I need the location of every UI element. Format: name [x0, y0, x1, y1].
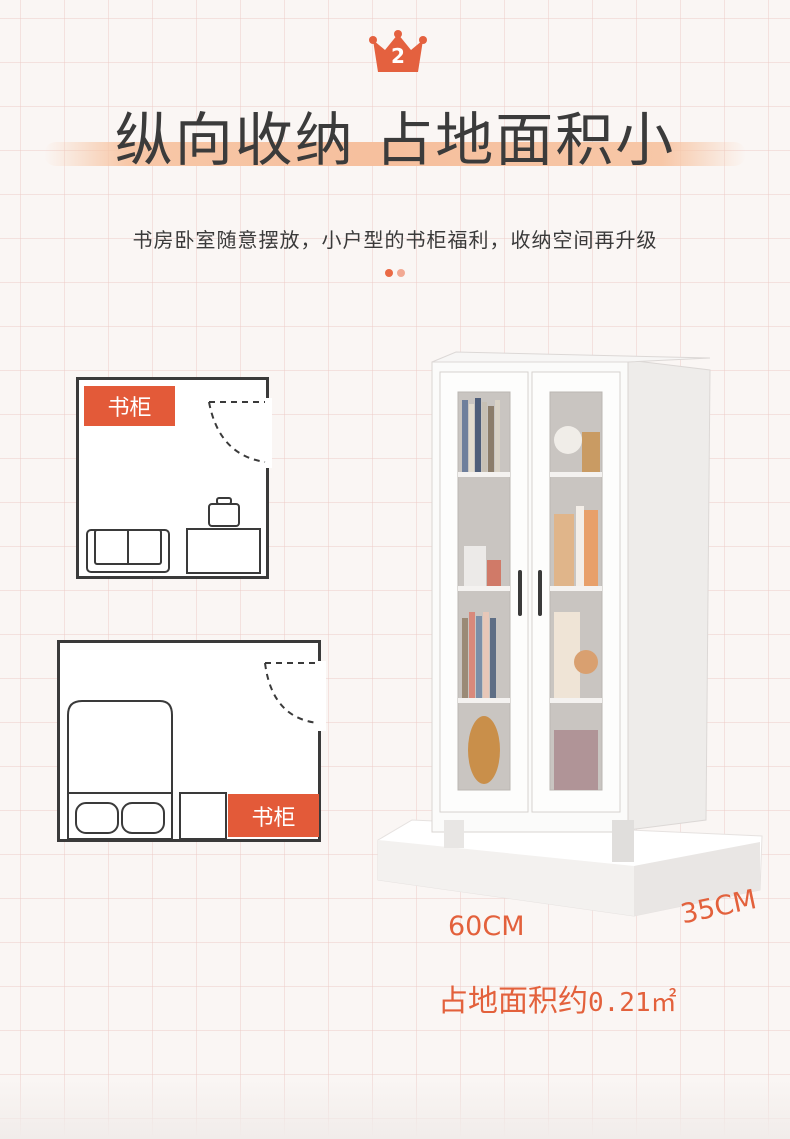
- area-label: 占地面积约: [438, 984, 588, 1019]
- floor-area-text: 占地面积约0.21㎡: [438, 976, 677, 1020]
- crown-icon: [369, 30, 427, 72]
- width-label: 60CM: [448, 911, 525, 942]
- bottom-fade: [0, 1079, 790, 1139]
- dot-active: [385, 269, 393, 277]
- page-title: 纵向收纳 占地面积小: [114, 106, 676, 174]
- page-subtitle: 书房卧室随意摆放，小户型的书柜福利，收纳空间再升级: [132, 228, 658, 252]
- area-value: 0.21㎡: [588, 988, 677, 1018]
- sofa-icon: [86, 529, 170, 573]
- bedroom-floor-plan: 书柜: [57, 640, 326, 842]
- desk-icon: [186, 497, 261, 574]
- badge-number: 2: [391, 44, 405, 68]
- bed-icon: [67, 700, 173, 840]
- pagination-dots: [385, 269, 409, 279]
- bedroom-plan-drawing: [67, 661, 326, 840]
- left-handle: [518, 570, 522, 616]
- bookcase-illustration: [377, 351, 763, 917]
- left-door: [439, 371, 529, 813]
- bookcase-tag-bedroom: 书柜: [228, 794, 319, 837]
- study-floor-plan: 书柜: [76, 377, 272, 579]
- dot-inactive: [397, 269, 405, 277]
- crown-badge: 2: [369, 30, 427, 78]
- right-door: [531, 371, 621, 813]
- title-highlight-bar: [44, 142, 746, 166]
- study-plan-drawing: [86, 398, 272, 574]
- right-handle: [538, 570, 542, 616]
- bookcase-tag-study: 书柜: [84, 386, 175, 426]
- nightstand-icon: [179, 792, 227, 840]
